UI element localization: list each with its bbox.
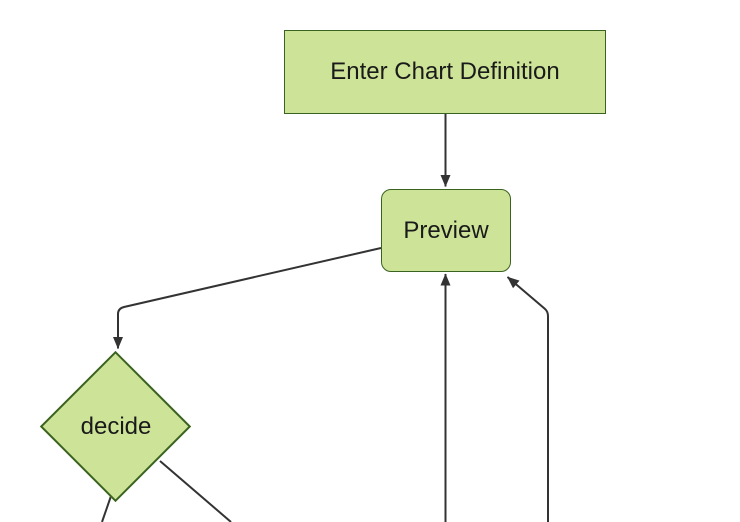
node-enter-chart-definition: Enter Chart Definition <box>284 30 606 114</box>
edge-decide-to-offscreen-right <box>159 460 232 522</box>
edge-decide-to-offscreen-left <box>101 495 112 522</box>
edge-return-to-preview-corner <box>506 276 549 522</box>
node-preview: Preview <box>381 189 511 272</box>
node-decide: decide <box>36 407 196 447</box>
node-preview-label: Preview <box>403 216 489 244</box>
node-enter-chart-definition-label: Enter Chart Definition <box>330 58 560 85</box>
edge-preview-to-decide <box>113 247 382 349</box>
node-decide-label: decide <box>80 413 152 440</box>
